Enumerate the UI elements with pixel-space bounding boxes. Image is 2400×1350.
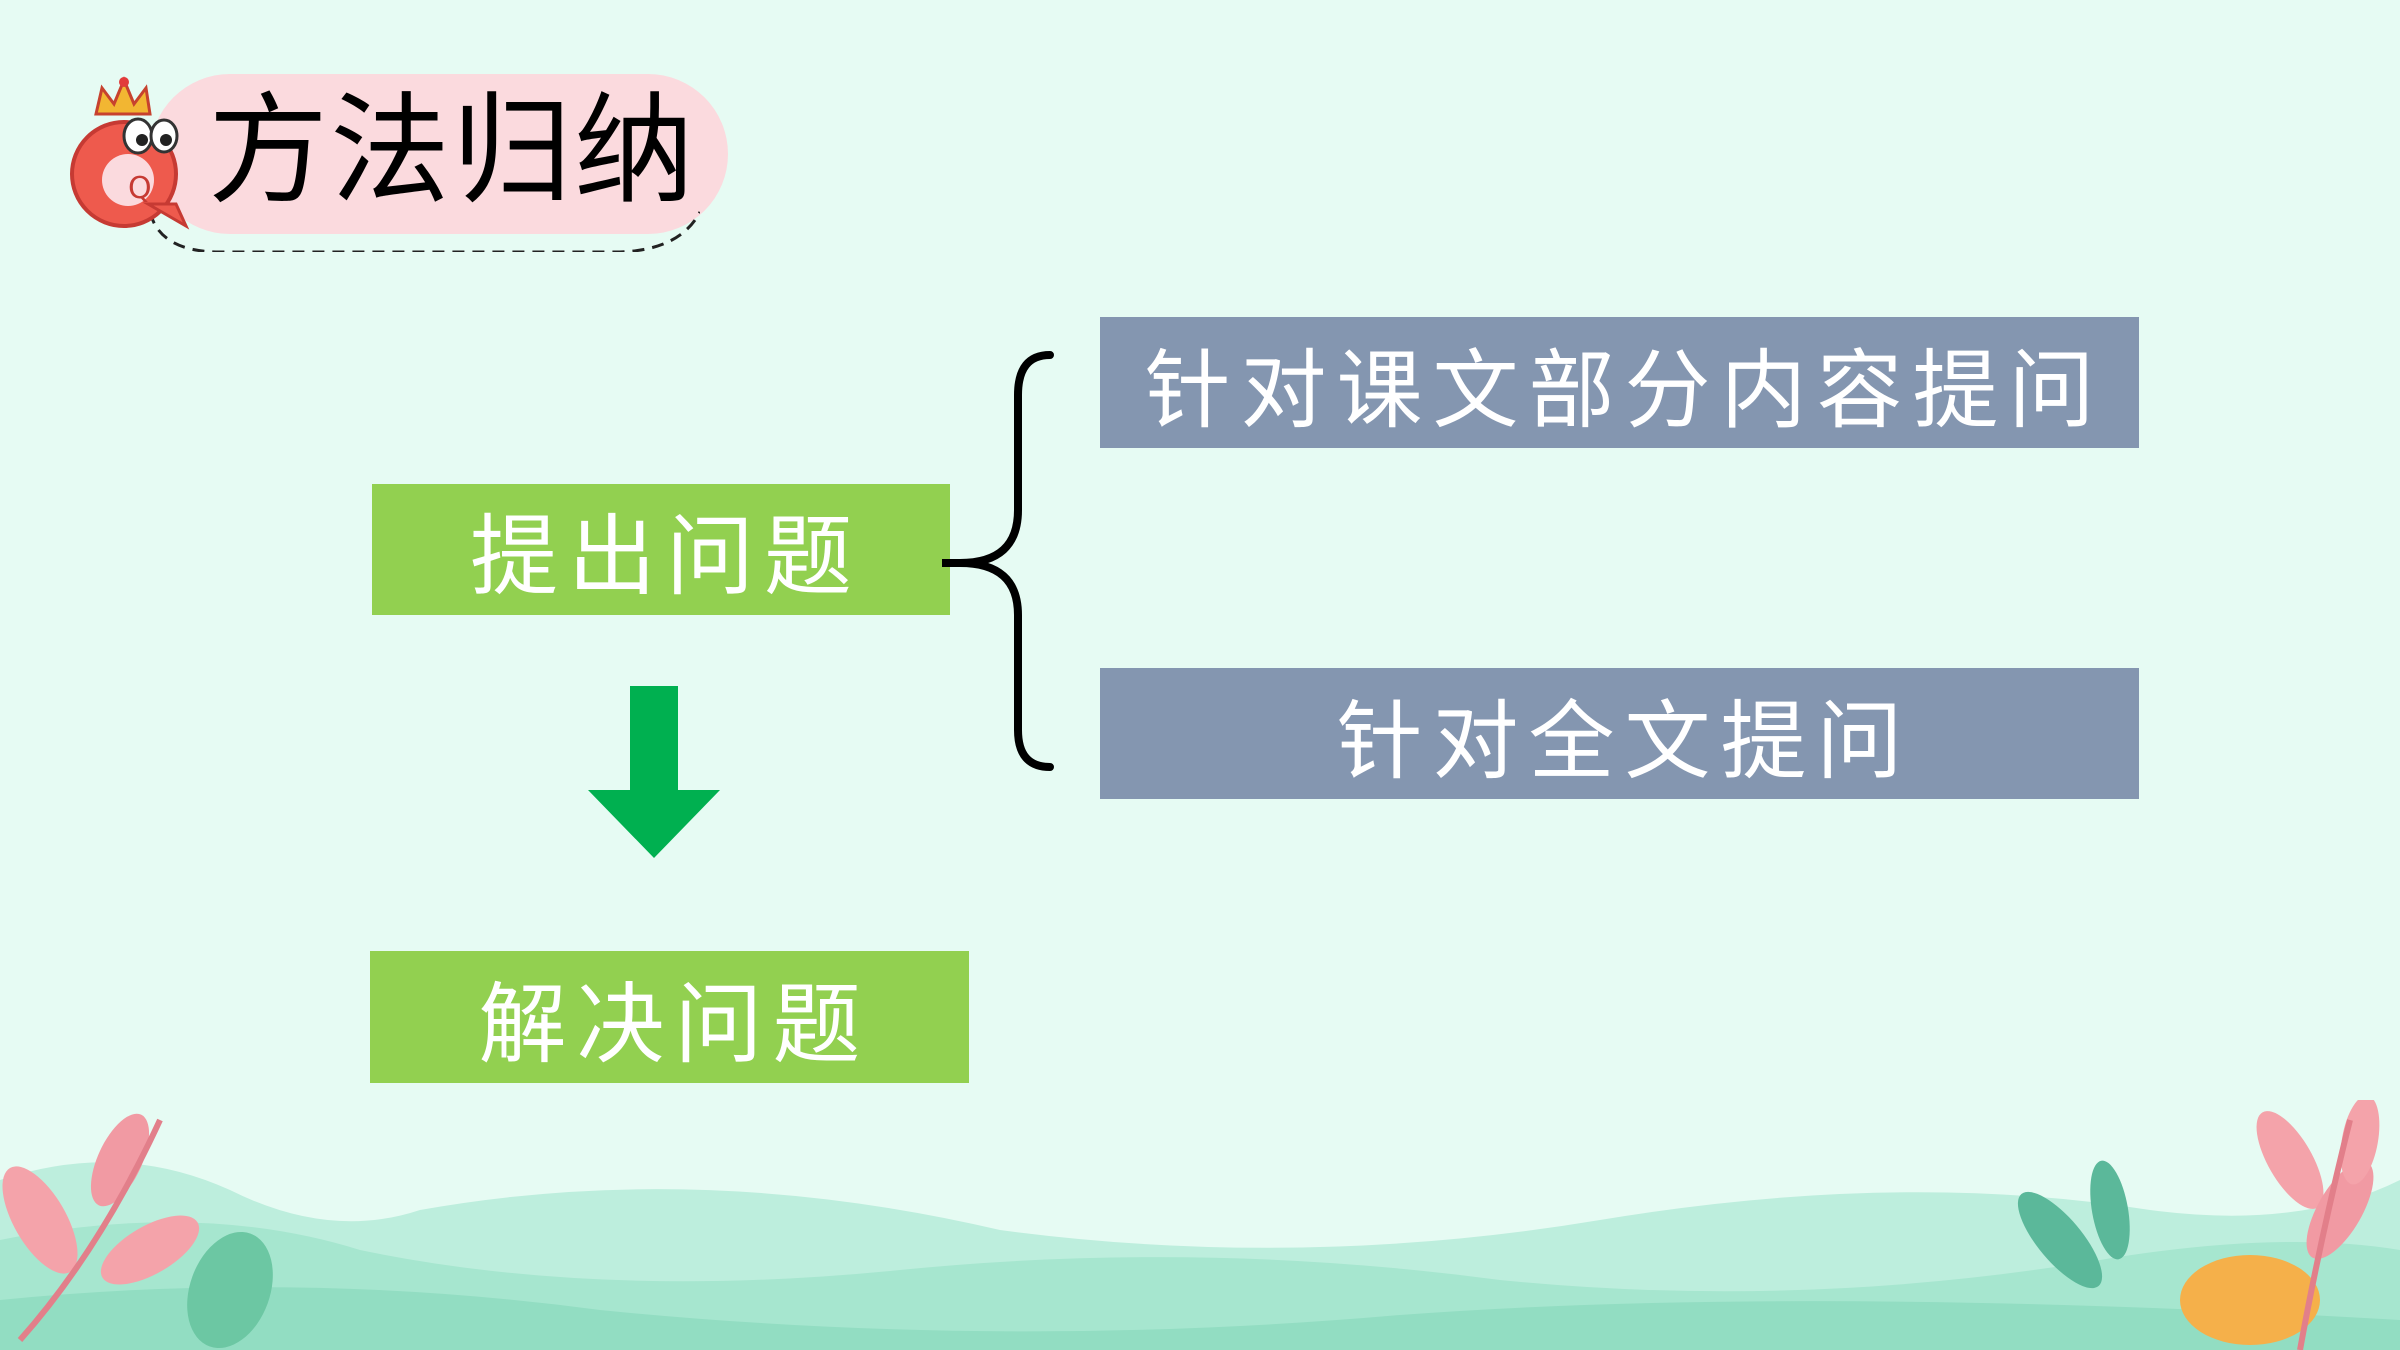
- page-title: 方法归纳: [208, 82, 696, 221]
- whole-text-question-box: 针对全文提问: [1100, 668, 2139, 799]
- solve-questions-label: 解决问题: [478, 972, 871, 1076]
- title-dashed-underline: [148, 211, 700, 252]
- solve-questions-box: 解决问题: [370, 951, 969, 1083]
- ask-questions-box: 提出问题: [372, 484, 950, 615]
- title-pill: [150, 74, 728, 234]
- partial-text-question-box: 针对课文部分内容提问: [1100, 317, 2139, 448]
- whole-text-question-label: 针对全文提问: [1336, 692, 1913, 792]
- bottom-scenery-decoration: [0, 1100, 2400, 1350]
- partial-text-question-label: 针对课文部分内容提问: [1144, 341, 2105, 441]
- ask-questions-label: 提出问题: [469, 505, 862, 608]
- q-mascot-letter: Q: [128, 171, 152, 206]
- curly-brace-connector: [942, 351, 1054, 771]
- q-mascot-icon: Q: [70, 76, 190, 230]
- down-arrow-icon: [588, 686, 720, 858]
